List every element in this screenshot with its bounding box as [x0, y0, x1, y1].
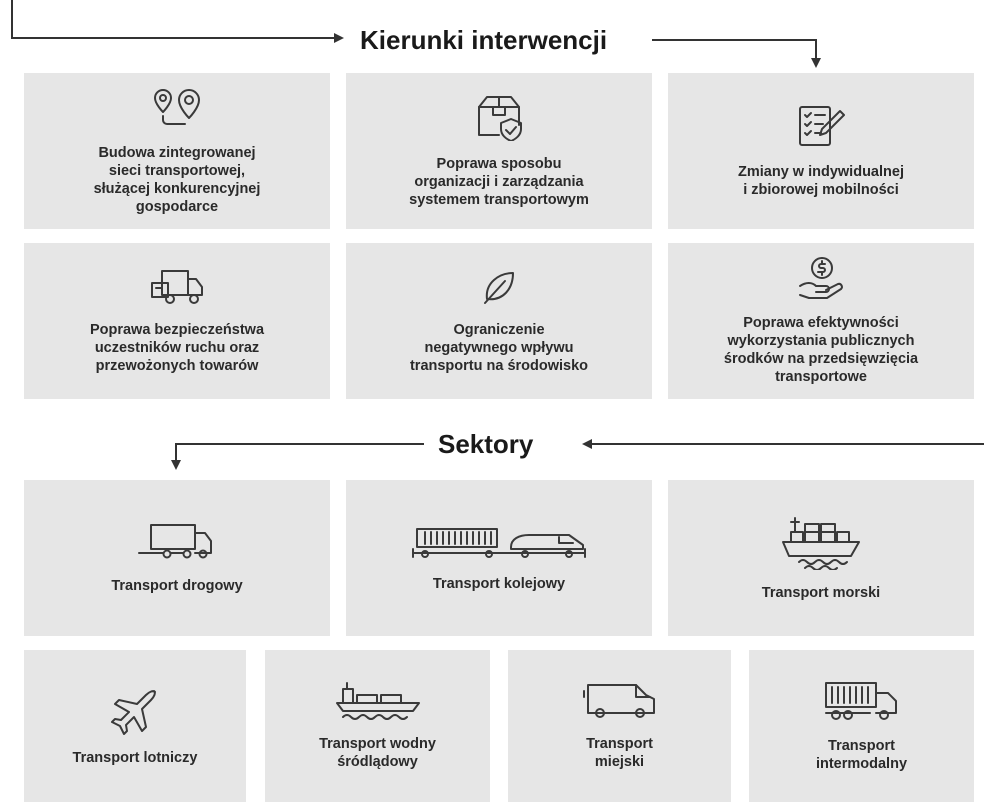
delivery-truck-icon	[151, 270, 203, 304]
flow-line-top-left	[11, 0, 336, 39]
sector-label: Transport miejski	[586, 736, 653, 770]
sector-label: Transport morski	[761, 585, 881, 601]
route-pin-icon	[154, 89, 200, 125]
airplane-icon	[111, 690, 156, 735]
flow-line-top-right	[652, 39, 817, 60]
arrow-right-top	[334, 33, 344, 43]
direction-card: Budowa zintegrowanej sieci transportowej…	[24, 73, 330, 229]
arrow-down-bottom	[171, 460, 181, 470]
van-icon	[582, 684, 655, 718]
train-icon	[412, 528, 586, 558]
checklist-pen-icon	[799, 106, 845, 146]
direction-card: Ograniczenie negatywnego wpływu transpor…	[346, 243, 652, 399]
package-shield-icon	[478, 96, 522, 141]
sector-label: Transport kolejowy	[432, 576, 566, 592]
sector-label: Transport intermodalny	[815, 738, 908, 772]
sector-card: Transport intermodalny	[749, 650, 974, 802]
container-truck-icon	[824, 682, 897, 720]
leaf-icon	[484, 272, 514, 304]
direction-card: Poprawa efektywności wykorzystania publi…	[668, 243, 974, 399]
barge-icon	[335, 682, 420, 720]
direction-label: Budowa zintegrowanej sieci transportowej…	[93, 145, 261, 215]
direction-label: Poprawa bezpieczeństwa uczestników ruchu…	[89, 322, 265, 374]
arrow-left-bottom	[582, 439, 592, 449]
sector-card: Transport wodny śródlądowy	[265, 650, 490, 802]
sector-card: Transport lotniczy	[24, 650, 246, 802]
truck-icon	[138, 524, 212, 559]
sector-card: Transport morski	[668, 480, 974, 636]
sector-label: Transport drogowy	[111, 578, 243, 594]
heading-directions: Kierunki interwencji	[348, 22, 620, 58]
direction-label: Ograniczenie negatywnego wpływu transpor…	[409, 322, 589, 374]
direction-label: Poprawa sposobu organizacji i zarządzani…	[409, 156, 589, 208]
direction-card: Poprawa bezpieczeństwa uczestników ruchu…	[24, 243, 330, 399]
direction-label: Zmiany w indywidualnej i zbiorowej mobil…	[738, 164, 904, 198]
sector-card: Transport drogowy	[24, 480, 330, 636]
arrow-down-top	[811, 58, 821, 68]
sector-label: Transport wodny śródlądowy	[319, 736, 436, 770]
direction-card: Poprawa sposobu organizacji i zarządzani…	[346, 73, 652, 229]
direction-card: Zmiany w indywidualnej i zbiorowej mobil…	[668, 73, 974, 229]
heading-sectors: Sektory	[426, 426, 546, 462]
sector-card: Transport miejski	[508, 650, 731, 802]
sector-card: Transport kolejowy	[346, 480, 652, 636]
sector-label: Transport lotniczy	[72, 750, 198, 766]
flow-line-bottom-left	[175, 443, 424, 462]
hand-coin-icon	[799, 257, 843, 299]
direction-label: Poprawa efektywności wykorzystania publi…	[723, 315, 919, 385]
container-ship-icon	[782, 517, 860, 570]
